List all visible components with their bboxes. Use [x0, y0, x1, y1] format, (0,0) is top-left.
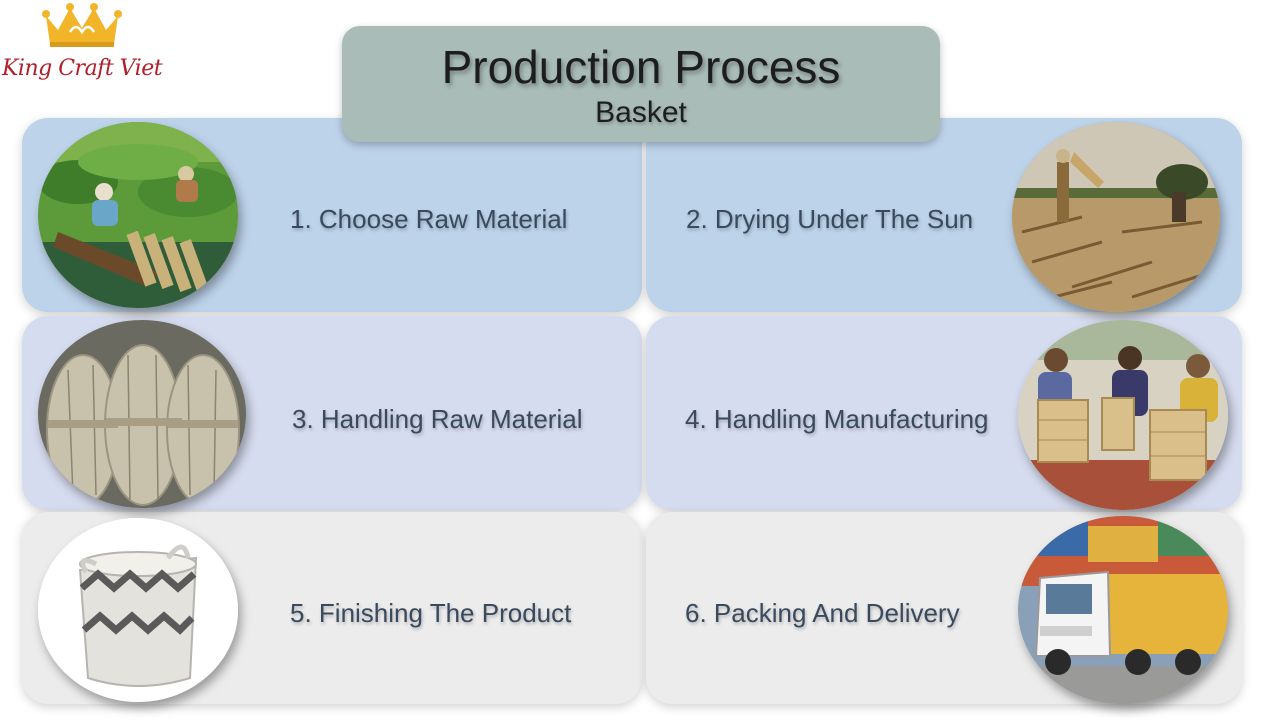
sun-drying-field-icon — [1012, 122, 1220, 312]
photo-packing-delivery — [1018, 516, 1228, 704]
photo-handling-raw-material — [38, 320, 246, 508]
photo-finishing-product — [38, 518, 238, 702]
page-subtitle: Basket — [595, 96, 687, 129]
weaving-workers-icon — [1018, 320, 1228, 510]
delivery-truck-icon — [1018, 516, 1228, 704]
photo-drying-under-sun — [1012, 122, 1220, 312]
step-label-3: 3. Handling Raw Material — [292, 404, 583, 434]
step-label-2: 2. Drying Under The Sun — [686, 204, 974, 234]
fiber-bundles-icon — [38, 320, 246, 508]
page-title: Production Process — [441, 41, 841, 93]
photo-handling-manufacturing — [1018, 320, 1228, 510]
step-label-1: 1. Choose Raw Material — [290, 204, 568, 234]
crown-icon — [42, 3, 122, 47]
brand-name: King Craft Viet — [2, 56, 163, 81]
photo-choose-raw-material — [38, 122, 238, 308]
brand-logo: King Craft Viet — [0, 0, 175, 95]
step-label-5: 5. Finishing The Product — [290, 598, 572, 628]
water-hyacinth-harvest-icon — [38, 122, 238, 308]
step-label-4: 4. Handling Manufacturing — [685, 404, 989, 434]
title-box: Production Process Basket — [342, 26, 940, 142]
woven-basket-icon — [38, 518, 238, 702]
step-label-6: 6. Packing And Delivery — [685, 598, 960, 628]
